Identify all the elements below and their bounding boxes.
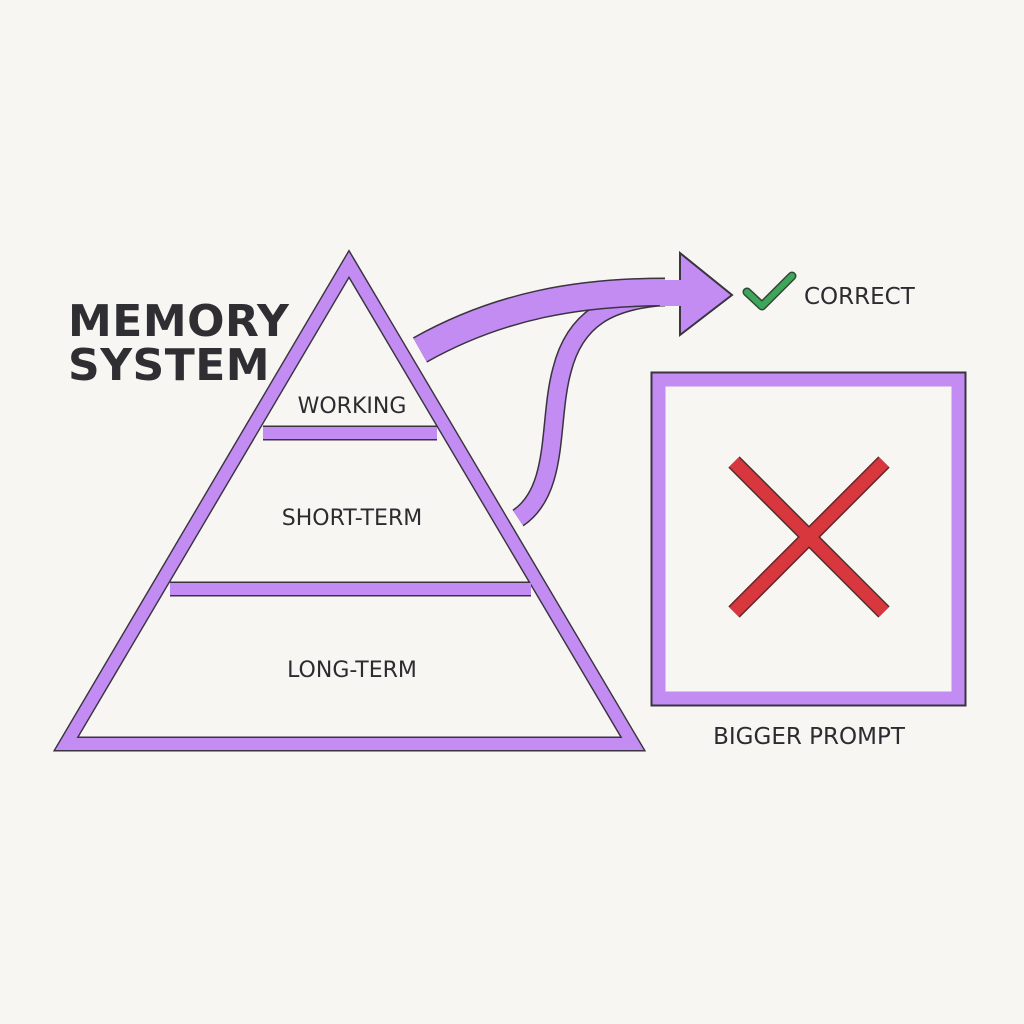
title-line-1: MEMORY xyxy=(68,296,290,347)
pyramid-outline-top xyxy=(55,252,644,750)
memory-pyramid: WORKING SHORT-TERM LONG-TERM xyxy=(52,249,647,752)
arrow-joint xyxy=(660,280,684,306)
correct-outcome: CORRECT xyxy=(742,271,916,311)
tier-label-long-term: LONG-TERM xyxy=(287,658,417,683)
arrow-branch-upper xyxy=(413,279,666,362)
arrow-head-icon xyxy=(679,250,734,338)
arrow-branch-lower xyxy=(512,287,666,526)
cross-icon xyxy=(728,456,890,618)
title-line-2: SYSTEM xyxy=(68,340,270,391)
cross-stroke-2 xyxy=(729,457,889,617)
pyramid-interior xyxy=(88,288,611,732)
check-icon xyxy=(744,273,795,309)
bigger-prompt-label: BIGGER PROMPT xyxy=(713,724,906,750)
bigger-prompt-box: BIGGER PROMPT xyxy=(650,371,967,750)
tier-label-working: WORKING xyxy=(298,394,407,419)
correct-label: CORRECT xyxy=(804,284,916,310)
tier-label-short-term: SHORT-TERM xyxy=(282,506,422,531)
flow-arrow xyxy=(412,250,734,527)
